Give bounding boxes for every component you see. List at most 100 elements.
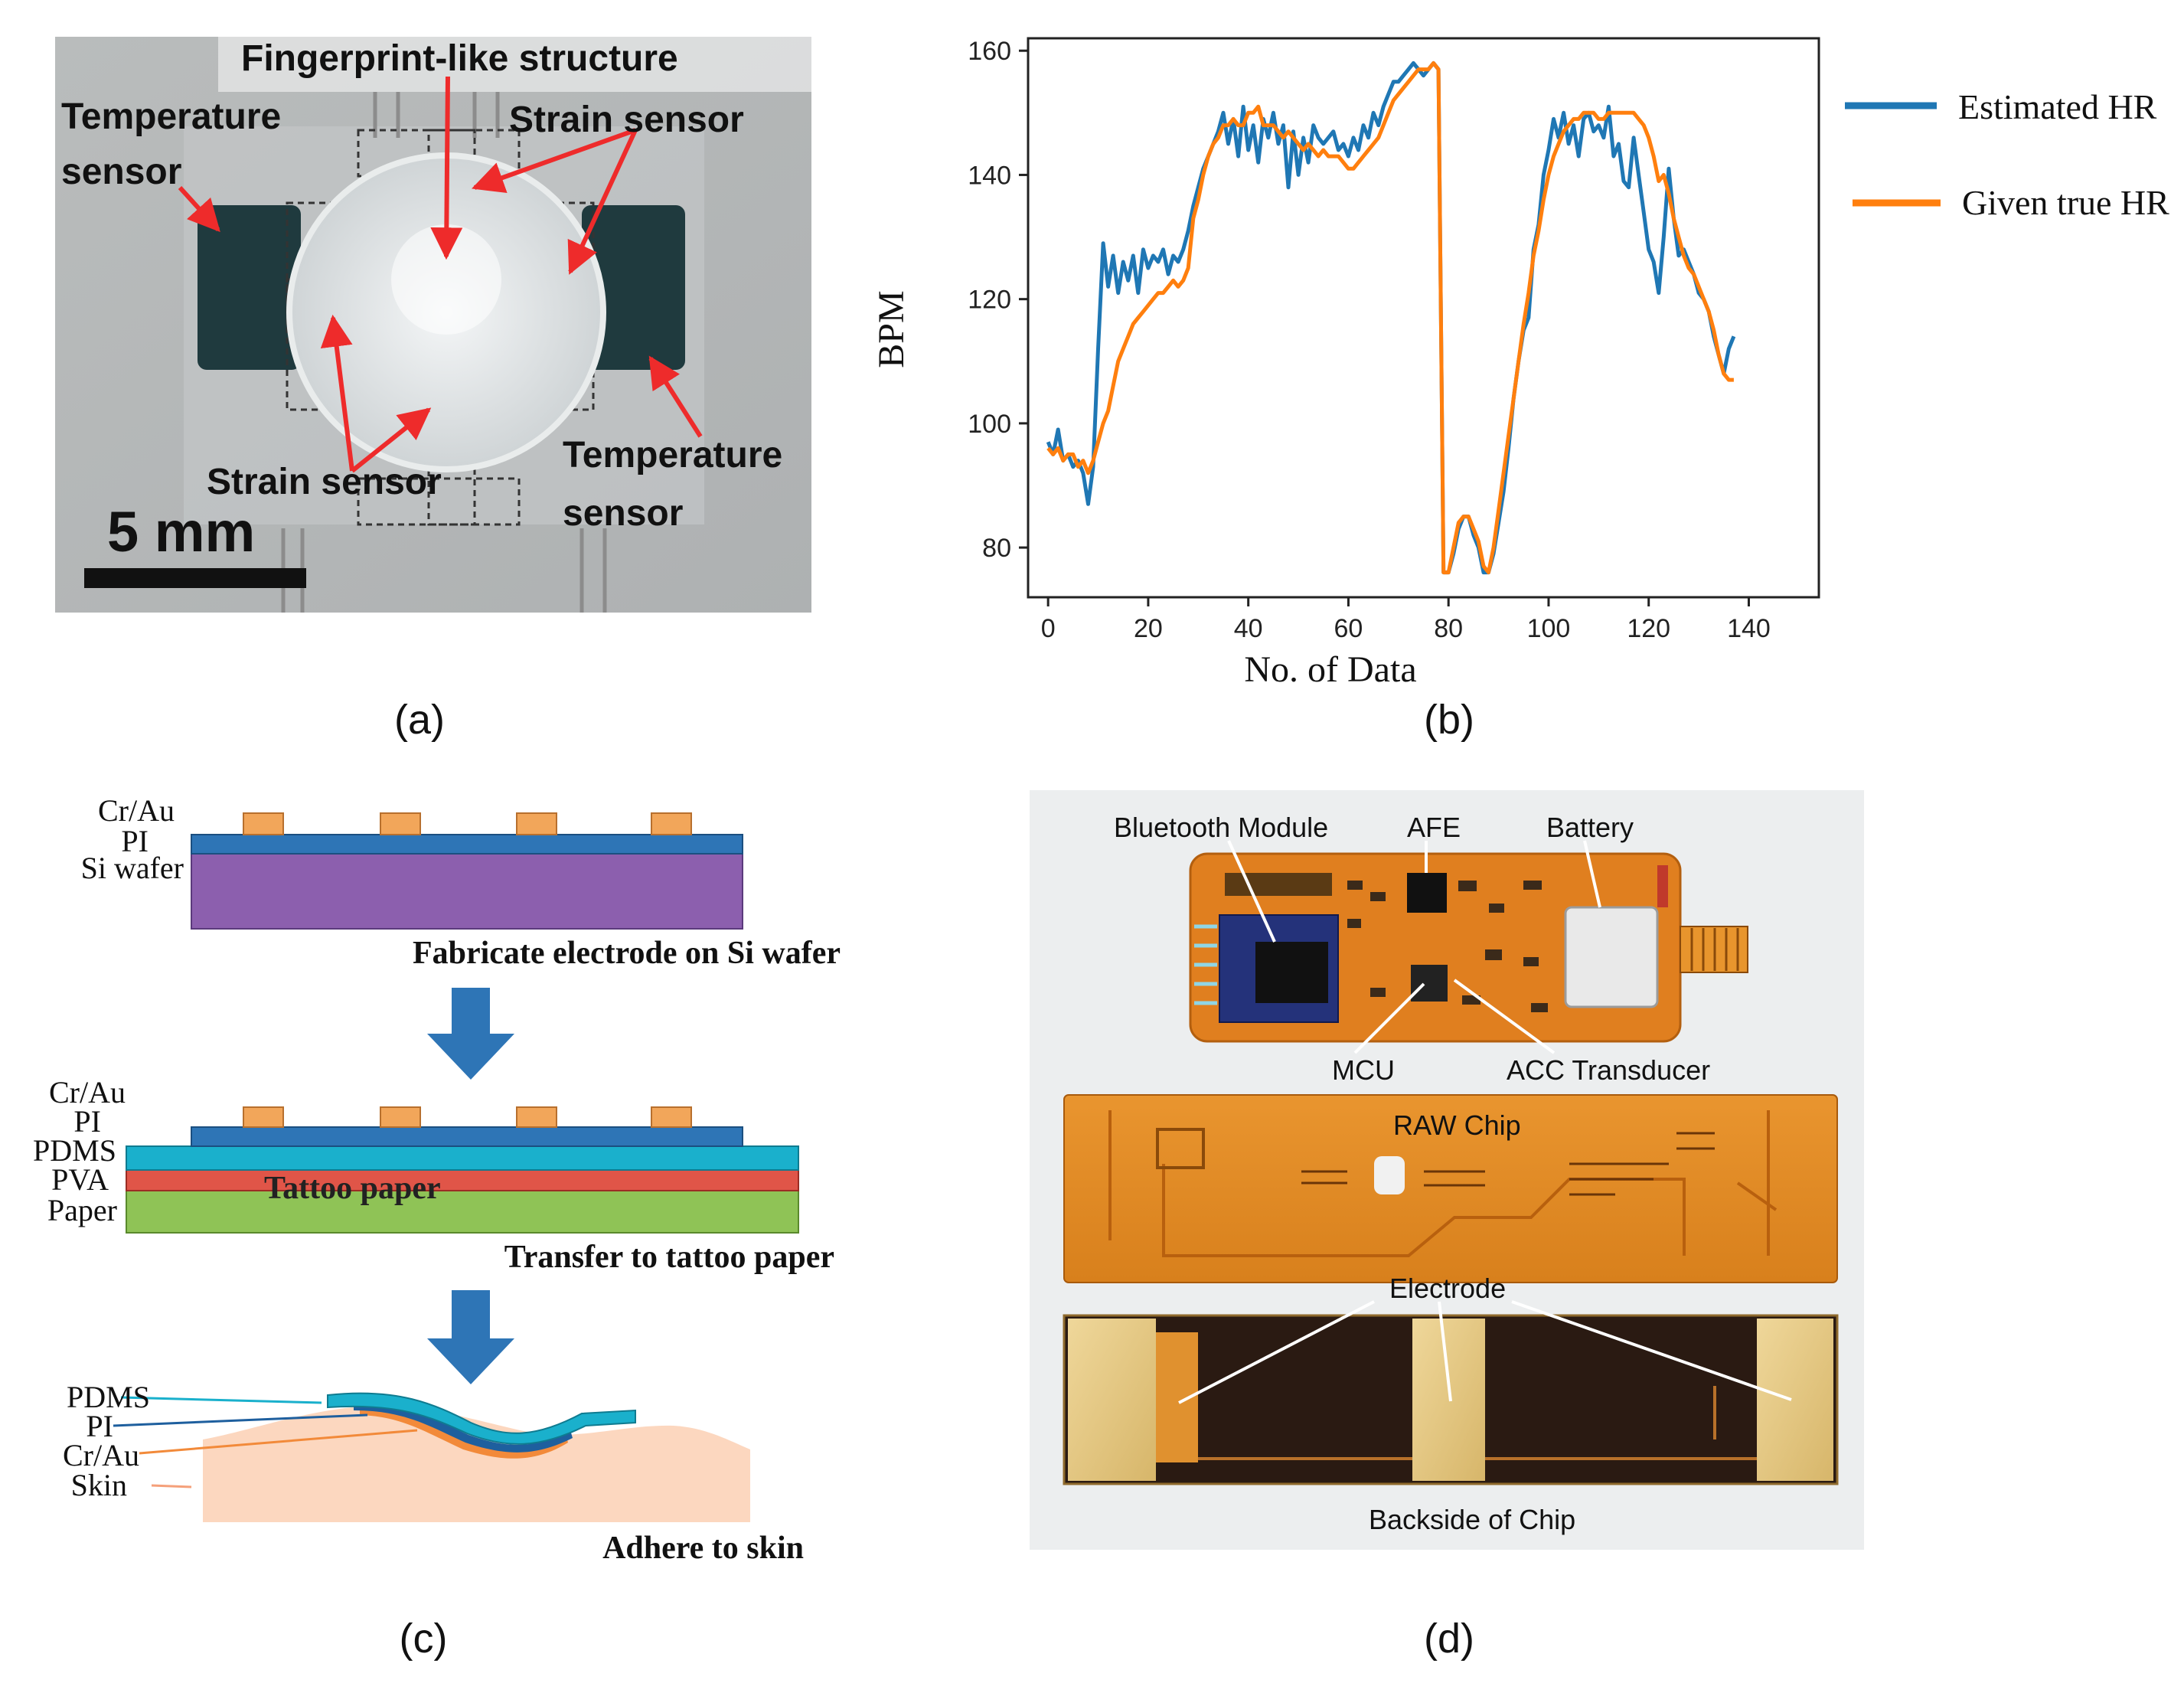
step1-label-crau: Cr/Au	[98, 793, 175, 828]
plot-frame	[1027, 37, 1820, 599]
x-tick-label: 0	[1041, 614, 1056, 643]
pva-layer	[126, 1169, 799, 1191]
pcb-board	[1189, 852, 1748, 1043]
step1-label-si-wafer: Si wafer	[81, 851, 184, 885]
step-1-stack: Cr/Au PI Si wafer Fabricate electrode on…	[81, 793, 841, 971]
x-tick-label: 80	[1434, 614, 1463, 643]
step3-caption: Adhere to skin	[602, 1531, 804, 1566]
gold-electrode-1c	[516, 812, 557, 835]
label-temperature-right-line1: Temperature	[563, 435, 782, 475]
x-tick-label: 100	[1527, 614, 1571, 643]
step2-label-pva: PVA	[51, 1162, 109, 1197]
tattoo-paper-inner-label: Tattoo paper	[264, 1171, 441, 1206]
battery-wire	[1657, 865, 1668, 907]
process-arrow-2	[427, 1290, 514, 1384]
scale-bar	[84, 568, 306, 588]
caption-d: (d)	[1424, 1616, 1474, 1662]
raw-chip-traces	[1108, 1110, 1778, 1257]
y-tick-label: 80	[982, 534, 1011, 563]
electrode-pad-left	[1068, 1319, 1156, 1481]
step3-label-crau: Cr/Au	[63, 1438, 139, 1472]
electrode-pad-right	[1757, 1319, 1833, 1481]
battery-cell	[1564, 906, 1659, 1008]
label-temperature-left-line1: Temperature	[61, 96, 281, 137]
label-battery: Battery	[1546, 812, 1634, 843]
label-fingerprint-structure: Fingerprint-like structure	[241, 38, 678, 79]
bluetooth-chip	[1255, 942, 1328, 1003]
step-2-stack: Tattoo paper Cr/Au PI PDMS PVA Paper Tra…	[33, 1075, 834, 1275]
afe-chip	[1407, 873, 1447, 913]
x-tick-label: 20	[1134, 614, 1163, 643]
antenna-trace	[1194, 924, 1217, 1005]
pcb-components	[1225, 873, 1548, 1012]
x-tick-label: 40	[1234, 614, 1263, 643]
si-wafer-layer	[191, 853, 743, 930]
series-line-estimated-hr	[1046, 60, 1736, 575]
scale-bar-label: 5 mm	[107, 500, 255, 564]
series-line-given-true-hr	[1046, 60, 1734, 575]
step3-label-pdms: PDMS	[67, 1380, 150, 1414]
panel-c: Cr/Au PI Si wafer Fabricate electrode on…	[33, 793, 841, 1662]
gold-electrode-1d	[651, 812, 692, 835]
mcu-chip	[1411, 965, 1448, 1002]
legend-label-true: Given true HR	[1962, 183, 2169, 222]
y-tick-label: 120	[968, 286, 1011, 315]
gold-electrode-1b	[380, 812, 421, 835]
gold-electrode-2d	[651, 1106, 692, 1128]
step-3-stack: PDMS PI Cr/Au Skin Adhere to skin	[63, 1380, 804, 1566]
pointer-skin	[151, 1484, 192, 1488]
process-arrow-1	[427, 988, 514, 1080]
y-tick-label: 100	[968, 410, 1011, 439]
panel-a: Fingerprint-like structure Strain sensor…	[55, 37, 811, 743]
step2-label-pi: PI	[73, 1104, 101, 1139]
pi-layer-2	[191, 1126, 743, 1147]
label-temperature-right-line2: sensor	[563, 493, 683, 534]
panel-d-pointers-bottom	[1178, 1300, 1792, 1404]
y-tick-label: 140	[968, 161, 1011, 190]
panel-d-pointers-top	[1227, 840, 1601, 1054]
paper-layer	[126, 1190, 799, 1234]
label-temperature-left-line2: sensor	[61, 152, 181, 192]
label-mcu: MCU	[1332, 1054, 1395, 1086]
step1-caption: Fabricate electrode on Si wafer	[413, 936, 841, 971]
step3-label-pi: PI	[86, 1409, 113, 1443]
fingerprint-center	[391, 224, 501, 335]
label-raw-chip: RAW Chip	[1393, 1109, 1521, 1141]
label-electrode: Electrode	[1389, 1273, 1506, 1304]
gold-electrode-2b	[380, 1106, 421, 1128]
legend: Estimated HR Given true HR	[1845, 87, 2169, 222]
temperature-sensor-left	[198, 205, 301, 370]
gold-electrode-2a	[243, 1106, 284, 1128]
x-tick-label: 60	[1334, 614, 1363, 643]
pointer-pdms	[120, 1396, 322, 1404]
label-strain-sensor-bottom: Strain sensor	[207, 462, 442, 502]
y-axis-label: BPM	[871, 290, 912, 368]
raw-chip-silkscreen	[1301, 1132, 1715, 1196]
gold-electrode-1a	[243, 812, 284, 835]
step2-label-paper: Paper	[47, 1193, 117, 1227]
pointer-pi	[113, 1413, 368, 1427]
label-afe: AFE	[1407, 812, 1461, 843]
step2-label-crau: Cr/Au	[49, 1075, 126, 1109]
step2-label-pdms: PDMS	[33, 1133, 116, 1168]
panel-d: Bluetooth Module AFE Battery MCU ACC Tra…	[1030, 790, 1864, 1662]
crau-layer-3	[360, 1407, 568, 1459]
series-lines	[1046, 60, 1736, 575]
caption-b: (b)	[1424, 697, 1474, 743]
skin-layer	[203, 1406, 750, 1522]
pi-layer-3	[354, 1402, 573, 1453]
x-tick-label: 140	[1727, 614, 1771, 643]
pi-layer-1	[191, 834, 743, 855]
caption-a: (a)	[394, 697, 445, 743]
chip-backside	[1063, 1314, 1839, 1485]
backside-traces	[1198, 1386, 1757, 1460]
raw-chip-flex: RAW Chip	[1063, 1094, 1838, 1283]
x-axis-label: No. of Data	[1244, 649, 1416, 690]
step3-label-skin: Skin	[71, 1468, 127, 1502]
temperature-sensor-right	[582, 205, 685, 370]
step1-label-pi: PI	[121, 824, 149, 858]
electrode-pad-middle	[1412, 1319, 1485, 1481]
